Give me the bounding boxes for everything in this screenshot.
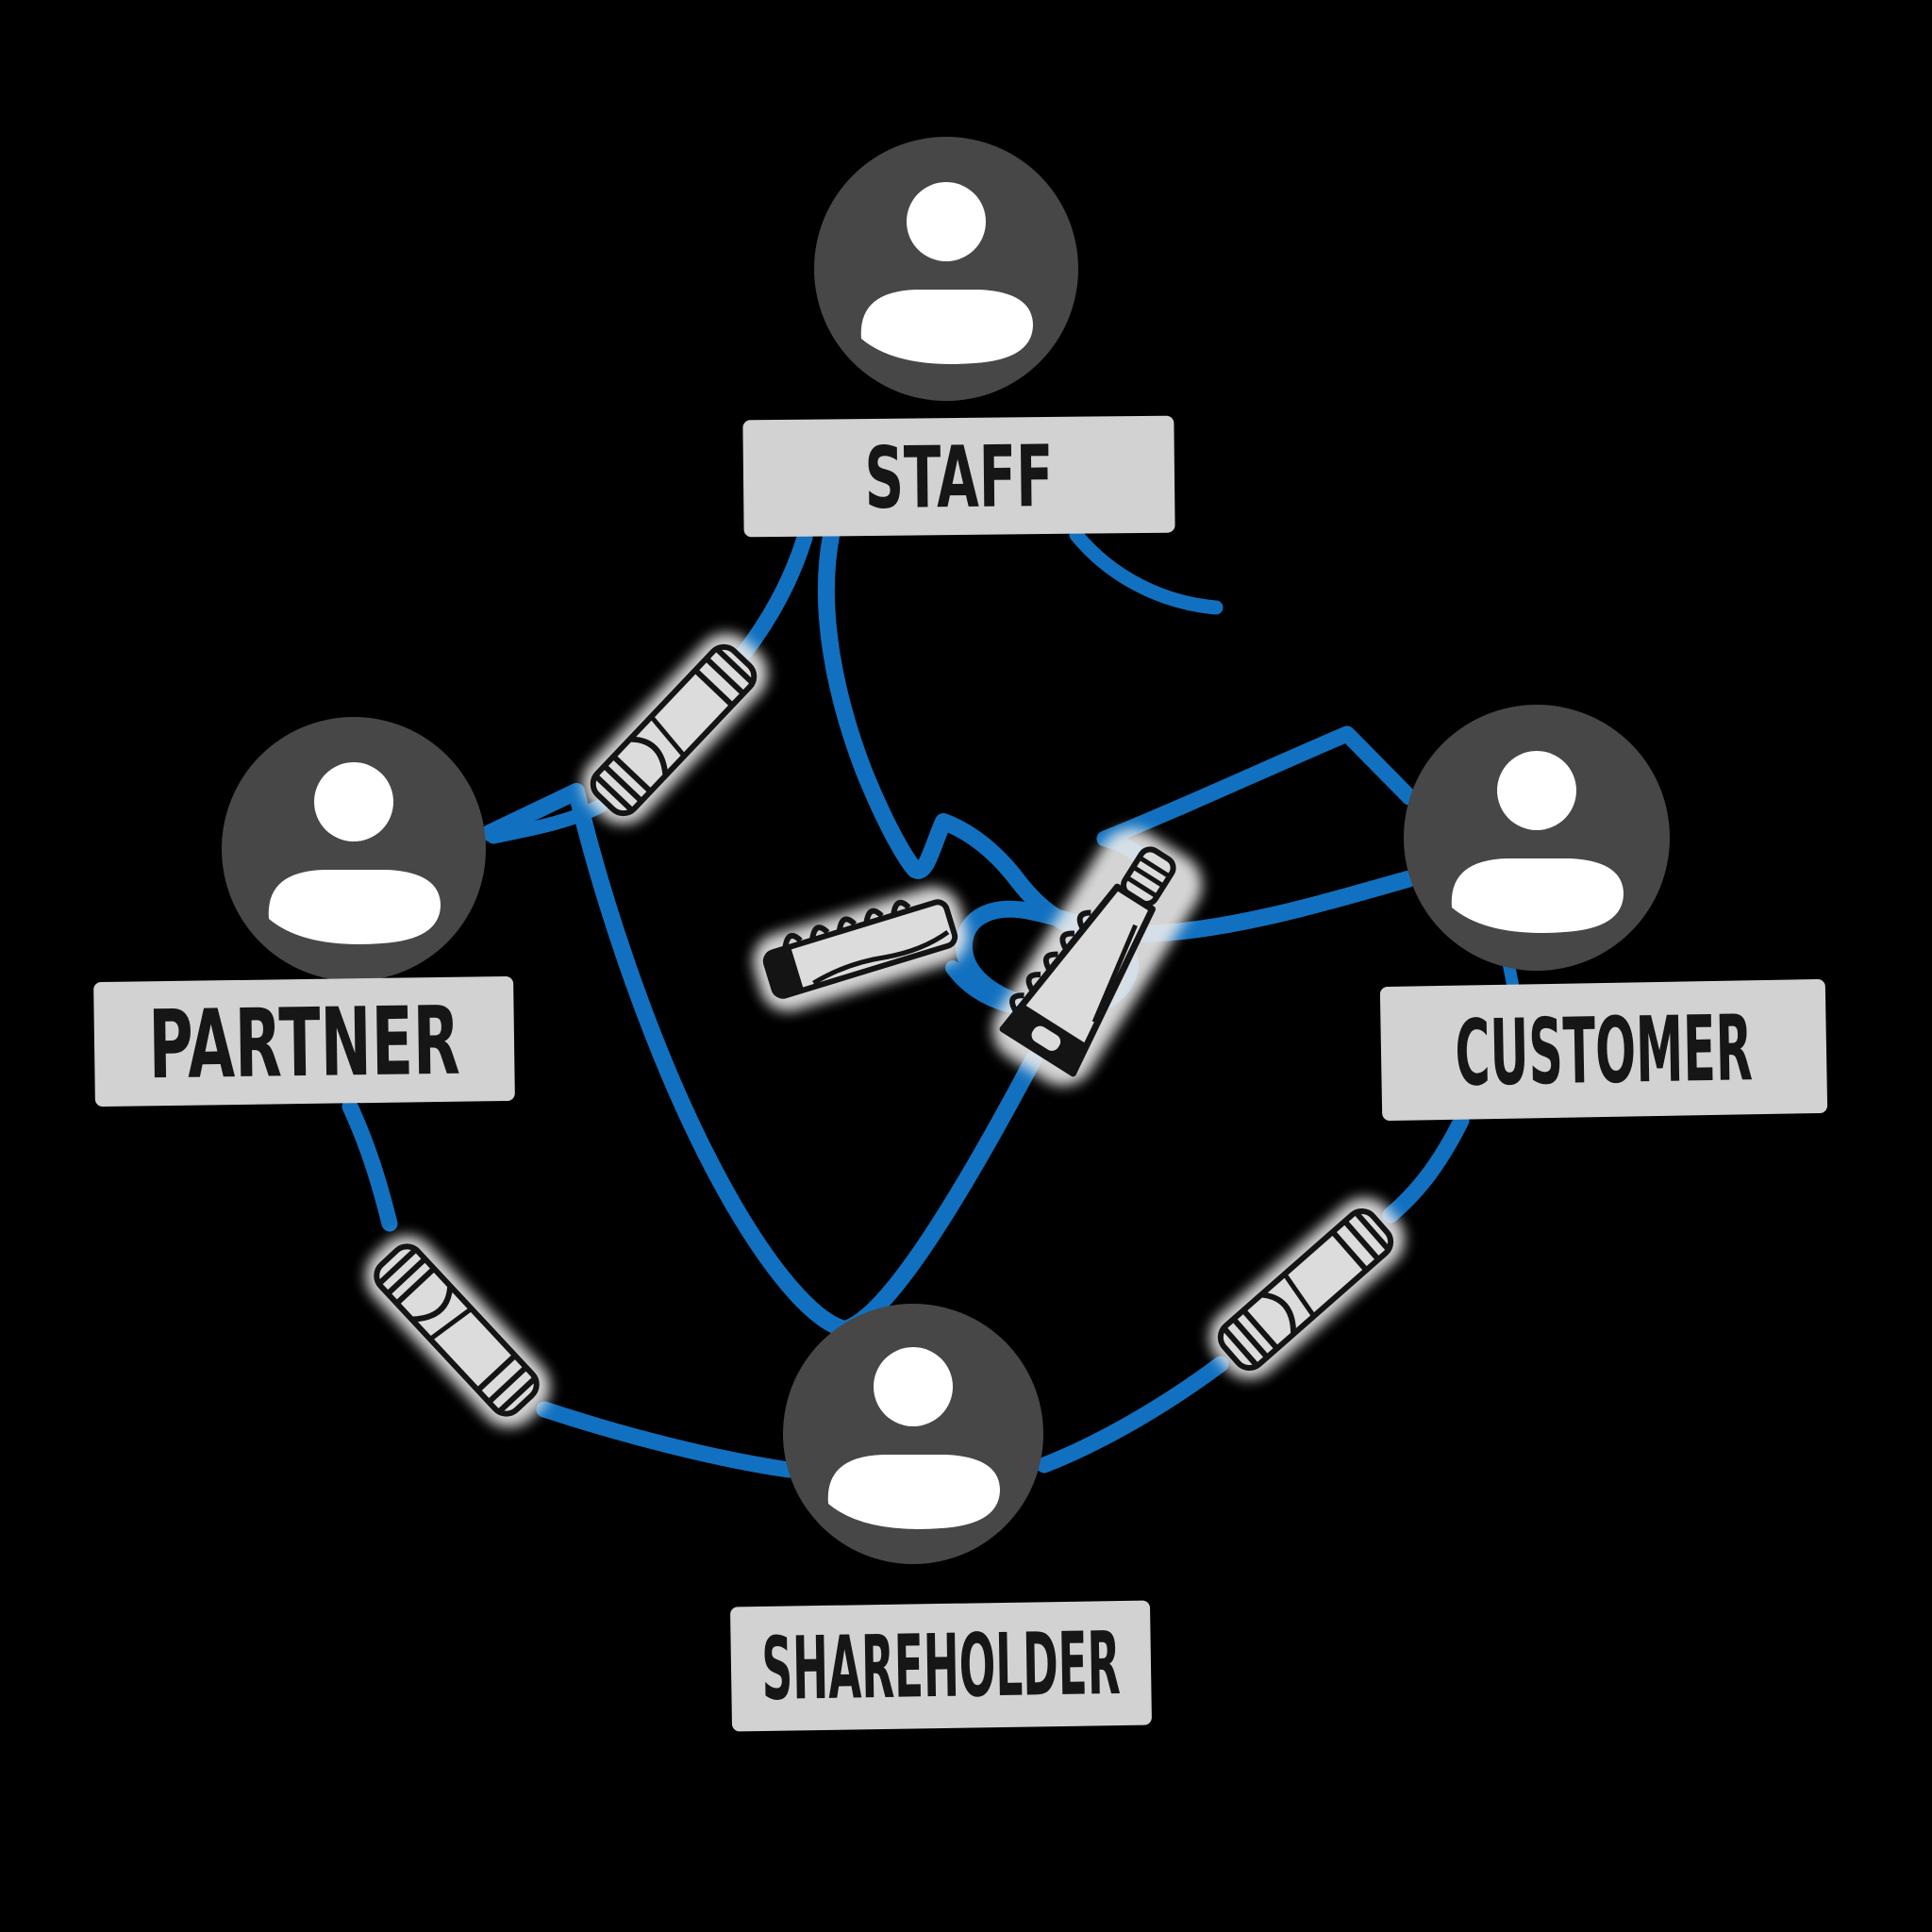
staff-node: STAFF <box>742 137 1175 538</box>
shareholder-label-background <box>730 1600 1152 1732</box>
cable-connector-icon-customer-shareholder <box>1197 1185 1417 1391</box>
shareholder-label-box: SHAREHOLDER <box>730 1600 1152 1732</box>
cable-connector-to-shareholder-left <box>536 1401 797 1478</box>
staff-label-text: STAFF <box>864 427 1054 528</box>
cable-partner-to-connector <box>341 1098 398 1232</box>
large-cable-connector-icon-center <box>981 816 1215 1098</box>
cable-connector-icon-partner-shareholder <box>353 1223 562 1440</box>
partner-label-text: PARTNER <box>148 986 461 1101</box>
cable-customer-to-connector <box>1382 1112 1470 1224</box>
cable-staff-to-partner-upper <box>736 529 813 661</box>
partner-node: PARTNER <box>93 717 515 1107</box>
customer-label-text: CUSTOMER <box>1455 995 1754 1106</box>
partner-label-background <box>93 976 515 1107</box>
cable-connector-icon-staff-partner <box>570 621 780 837</box>
customer-label-background <box>1379 979 1828 1121</box>
comb-connector-icon-center <box>746 880 975 1019</box>
cable-staff-dangling-end <box>1069 527 1224 615</box>
customer-node: CUSTOMER <box>1379 705 1828 1121</box>
staff-label-background <box>742 415 1175 538</box>
partner-label-box: PARTNER <box>93 976 515 1107</box>
cable-connector-to-shareholder-right <box>1036 1356 1229 1474</box>
customer-label-box: CUSTOMER <box>1379 979 1828 1121</box>
shareholder-label-text: SHAREHOLDER <box>761 1613 1122 1720</box>
staff-label-box: STAFF <box>742 415 1175 538</box>
cable-partner-v-to-center <box>481 783 1042 1338</box>
shareholder-node: SHAREHOLDER <box>730 1304 1152 1732</box>
